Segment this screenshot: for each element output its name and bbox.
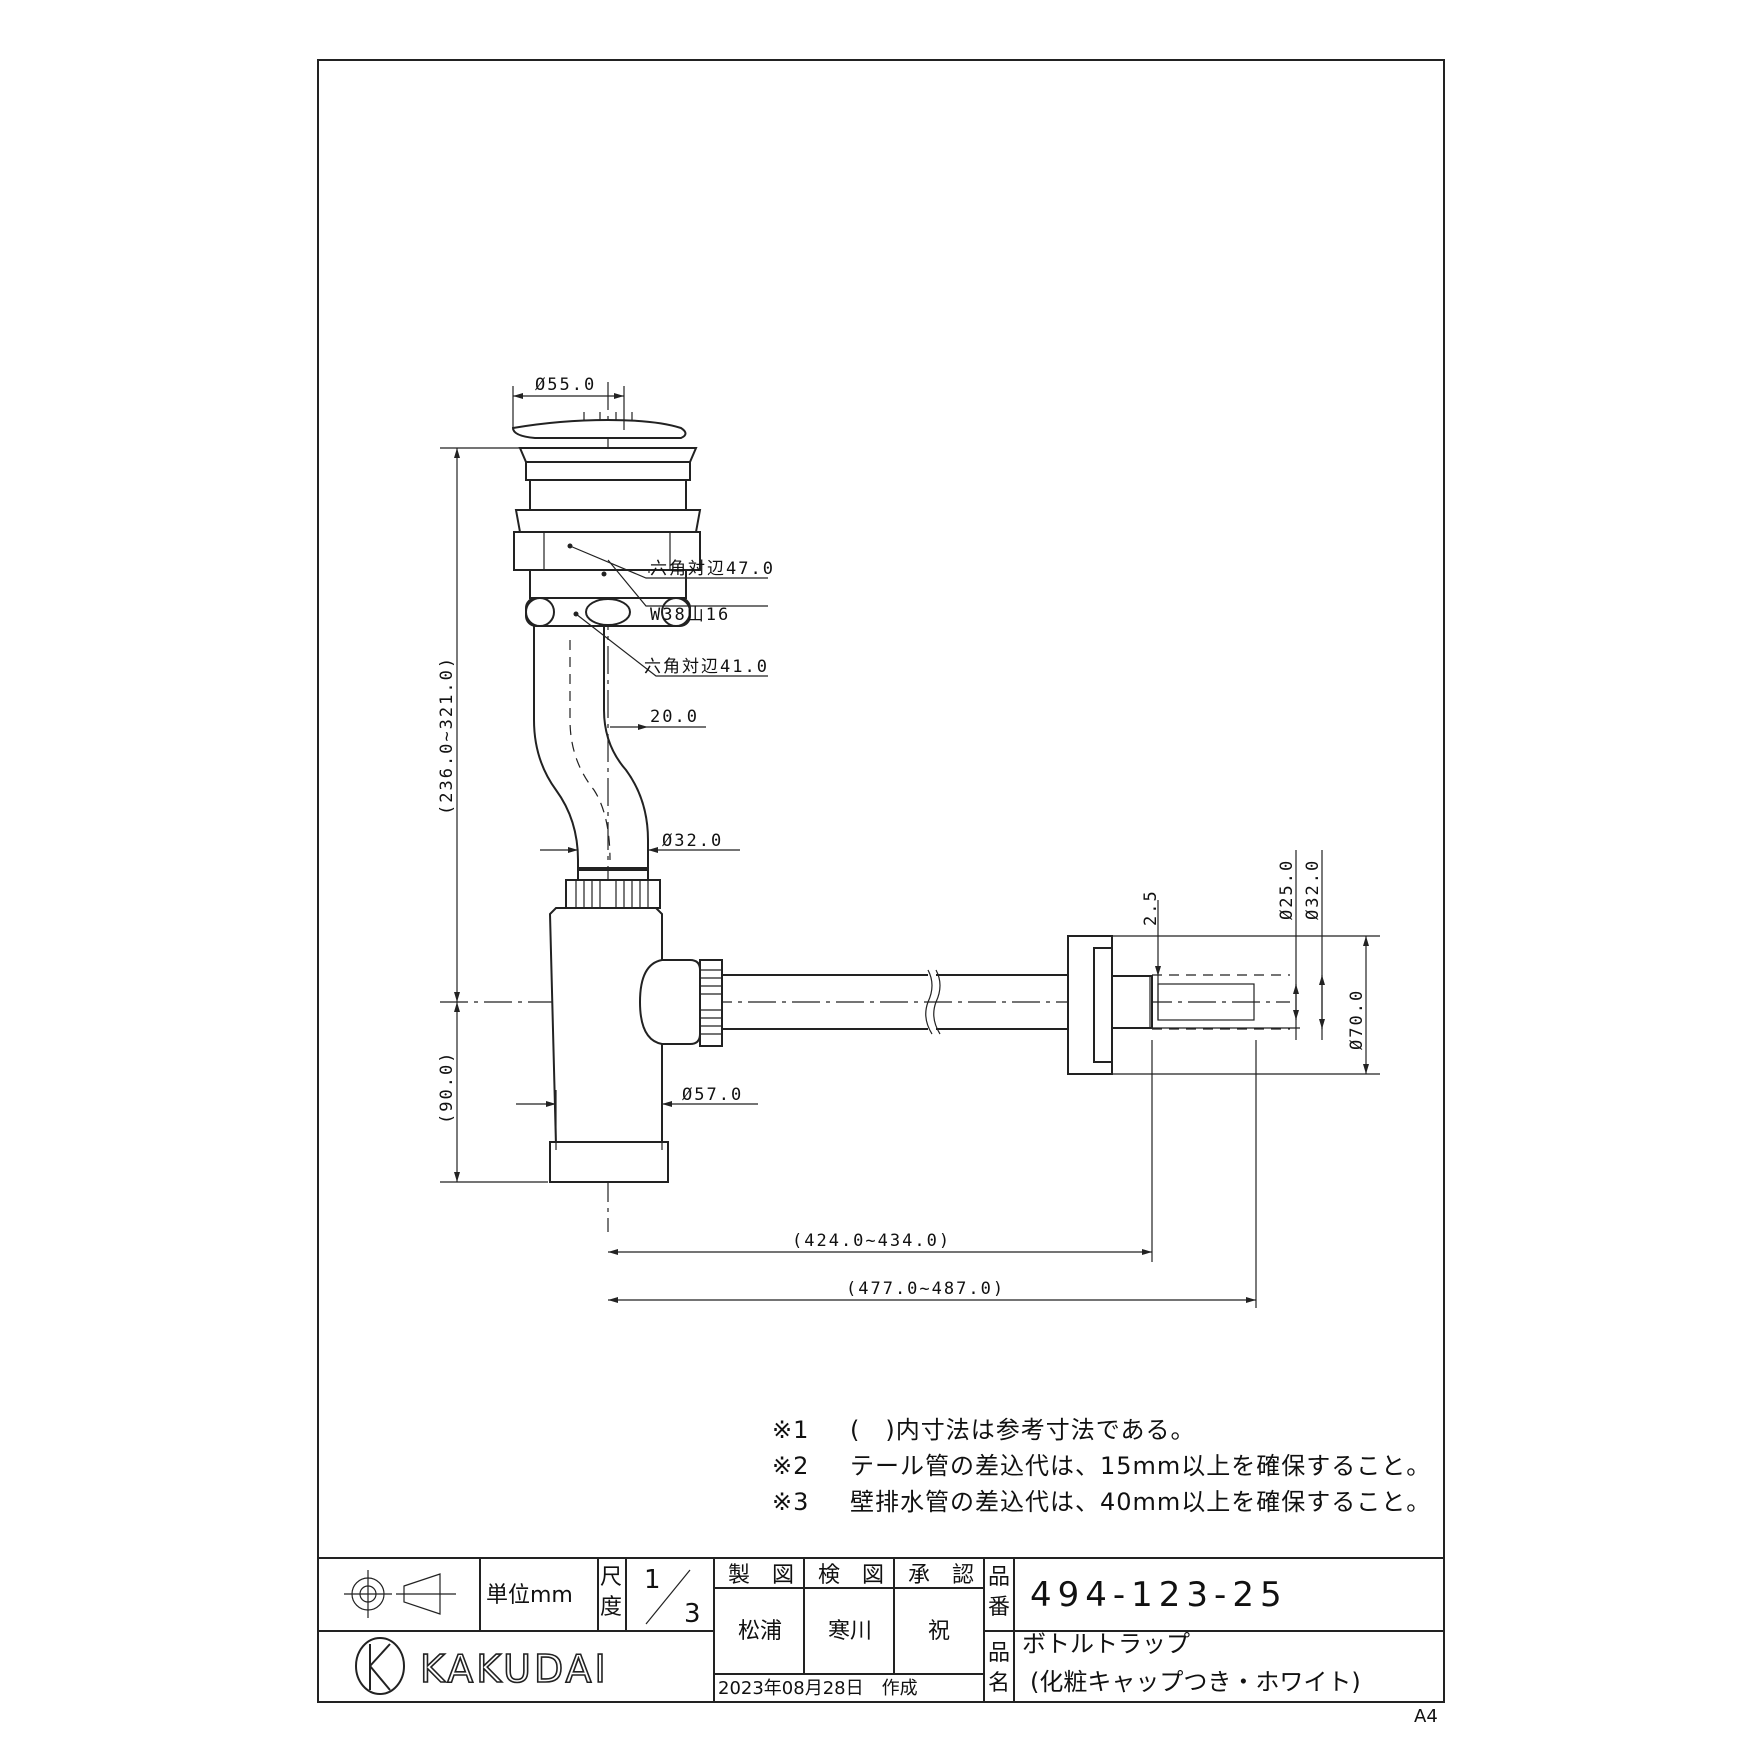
checked-label: 検 図 xyxy=(818,1563,884,1588)
part-name-label: 名 xyxy=(988,1671,1010,1696)
dim-flange-70: Ø70.0 xyxy=(1347,989,1367,1050)
dim-length-1: (424.0~434.0) xyxy=(792,1231,951,1251)
projection-symbol-icon xyxy=(344,1570,456,1618)
kakudai-logo-icon: KAKUDAI xyxy=(355,1637,609,1695)
part-no-label: 番 xyxy=(988,1595,1010,1620)
scale-label: 度 xyxy=(600,1595,622,1620)
creation-date: 2023年08月28日 作成 xyxy=(718,1678,918,1699)
dim-height-90: (90.0) xyxy=(437,1051,457,1124)
part-name: ボトルトラップ xyxy=(1022,1630,1190,1658)
dim-outer-32: Ø32.0 xyxy=(1303,859,1323,920)
checked-by: 寒川 xyxy=(828,1619,872,1644)
dim-body-diameter: Ø57.0 xyxy=(682,1085,743,1105)
sheet-size: A4 xyxy=(1414,1706,1438,1727)
part-number: 494-123-25 xyxy=(1030,1575,1288,1615)
dim-offset-20: 20.0 xyxy=(650,707,699,727)
sheet-border xyxy=(317,59,1445,1703)
note-mark: ※3 xyxy=(772,1488,809,1516)
drawn-label: 製 図 xyxy=(728,1563,794,1588)
note-text: 壁排水管の差込代は、40mm以上を確保すること。 xyxy=(850,1488,1431,1516)
part-name-label: 品 xyxy=(988,1641,1010,1666)
scale-label: 尺 xyxy=(600,1565,622,1590)
title-block: 単位mm 尺 度 1 3 製 図 検 図 承 認 松浦 寒川 祝 品 番 494… xyxy=(318,1557,1444,1702)
approved-label: 承 認 xyxy=(908,1563,974,1588)
scale-denominator: 3 xyxy=(684,1599,701,1629)
note-mark: ※1 xyxy=(772,1416,809,1444)
note-text: テール管の差込代は、15mm以上を確保すること。 xyxy=(850,1452,1431,1480)
note-text: ( )内寸法は参考寸法である。 xyxy=(850,1416,1196,1444)
unit-label: 単位mm xyxy=(486,1583,573,1608)
drawn-by: 松浦 xyxy=(738,1619,782,1644)
note-mark: ※2 xyxy=(772,1452,809,1480)
part-name-sub: (化粧キャップつき・ホワイト) xyxy=(1030,1668,1361,1696)
notes: ※1 ( )内寸法は参考寸法である。 ※2 テール管の差込代は、15mm以上を確… xyxy=(772,1416,1431,1516)
approved-by: 祝 xyxy=(928,1619,950,1644)
dim-thread-w38: W38山16 xyxy=(650,605,730,625)
part-no-label: 品 xyxy=(988,1565,1010,1590)
dim-hex-41: 六角対辺41.0 xyxy=(644,657,769,677)
dim-cap-diameter: Ø55.0 xyxy=(535,375,596,395)
dim-height-range: (236.0~321.0) xyxy=(437,656,457,815)
dim-hex-47: 六角対辺47.0 xyxy=(650,559,775,579)
dim-tail-diameter: Ø32.0 xyxy=(662,831,723,851)
logo-text: KAKUDAI xyxy=(420,1647,609,1691)
bottle-trap-drawing xyxy=(440,382,1380,1308)
scale-numerator: 1 xyxy=(644,1565,661,1595)
dim-inner-25: Ø25.0 xyxy=(1277,859,1297,920)
dim-gap-2-5: 2.5 xyxy=(1141,889,1161,926)
dim-length-2: (477.0~487.0) xyxy=(846,1279,1005,1299)
